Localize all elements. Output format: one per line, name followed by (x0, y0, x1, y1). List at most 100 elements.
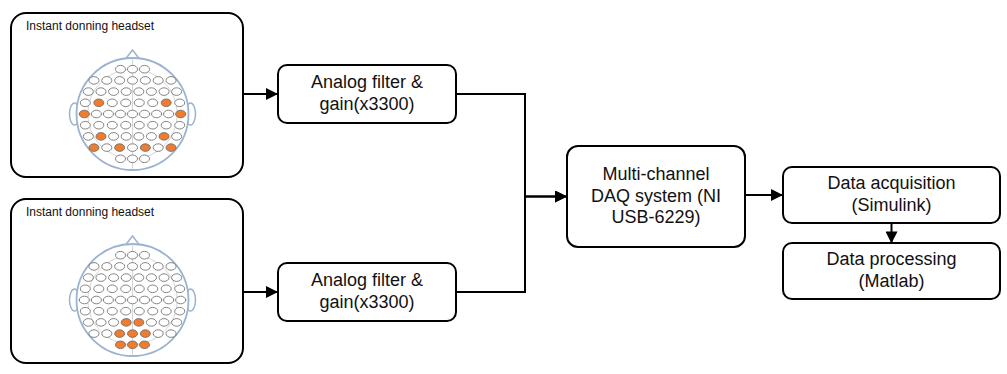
electrode (140, 155, 150, 163)
electrode (121, 285, 131, 293)
electrode (102, 144, 112, 152)
electrode (109, 133, 119, 141)
process-box: Data processing (Matlab) (782, 242, 1001, 299)
electrode (140, 330, 150, 338)
electrode (140, 110, 150, 118)
electrode (121, 121, 131, 129)
electrode (153, 330, 163, 338)
electrode (94, 99, 104, 107)
electrode (121, 133, 131, 141)
electrode-map (12, 14, 241, 175)
electrode (140, 65, 150, 73)
box-label: Data processing (Matlab) (799, 249, 984, 292)
box-heading: Instant donning headset (12, 200, 154, 219)
electrode (153, 263, 163, 271)
electrode (161, 285, 171, 293)
electrode (80, 307, 90, 315)
electrode (79, 110, 89, 118)
electrode (146, 133, 156, 141)
electrode (146, 88, 156, 96)
electrode (128, 77, 138, 85)
electrode (172, 274, 182, 282)
electrode (140, 251, 150, 259)
electrode (134, 307, 144, 315)
process-box: Analog filter & gain(x3300) (277, 64, 457, 124)
electrode (109, 274, 119, 282)
electrode (175, 285, 185, 293)
electrode (128, 155, 138, 163)
electrode (116, 251, 126, 259)
electrode (89, 77, 99, 85)
electrode (115, 296, 125, 304)
signal-connector (244, 291, 277, 293)
electrode (161, 99, 171, 107)
electrode (115, 77, 125, 85)
electrode (107, 99, 117, 107)
electrode (128, 251, 138, 259)
electrode (146, 319, 156, 327)
electrode (140, 77, 150, 85)
electrode (80, 121, 90, 129)
electrode (152, 296, 162, 304)
electrode (89, 263, 99, 271)
electrode (148, 285, 158, 293)
electrode (159, 88, 169, 96)
electrode (153, 144, 163, 152)
electrode (164, 296, 174, 304)
electrode (116, 341, 126, 349)
electrode (159, 133, 169, 141)
electrode (102, 77, 112, 85)
electrode (80, 99, 90, 107)
electrode (107, 307, 117, 315)
electrode (103, 296, 113, 304)
electrode (96, 274, 106, 282)
electrode (116, 65, 126, 73)
signal-connector (457, 94, 566, 197)
signal-connector (891, 224, 893, 243)
electrode (121, 99, 131, 107)
electrode (134, 99, 144, 107)
box-label: Multi-channel DAQ system (NI USB-6229) (586, 164, 726, 229)
electrode (134, 121, 144, 129)
electrode (83, 274, 93, 282)
electrode (148, 307, 158, 315)
electrode (166, 77, 176, 85)
electrode (175, 307, 185, 315)
electrode (94, 121, 104, 129)
electrode (128, 341, 138, 349)
electrode (102, 330, 112, 338)
electrode (159, 319, 169, 327)
electrode (96, 319, 106, 327)
electrode (140, 341, 150, 349)
electrode (175, 99, 185, 107)
electrode (79, 296, 89, 304)
box-label: Analog filter & gain(x3300) (287, 270, 447, 313)
electrode (80, 285, 90, 293)
electrode (140, 263, 150, 271)
electrode (115, 330, 125, 338)
electrode (128, 296, 138, 304)
electrode (109, 88, 119, 96)
electrode (166, 263, 176, 271)
electrode (115, 110, 125, 118)
electrode (134, 88, 144, 96)
headset-box: Instant donning headset (10, 12, 244, 178)
electrode (91, 110, 101, 118)
electrode (148, 121, 158, 129)
electrode (89, 144, 99, 152)
box-label: Analog filter & gain(x3300) (287, 72, 447, 115)
electrode (94, 285, 104, 293)
electrode (96, 88, 106, 96)
electrode (134, 274, 144, 282)
electrode (175, 121, 185, 129)
electrode (166, 144, 176, 152)
electrode (107, 121, 117, 129)
process-box: Data acquisition (Simulink) (782, 166, 1001, 223)
electrode (128, 144, 138, 152)
electrode (109, 319, 119, 327)
electrode (116, 155, 126, 163)
electrode (128, 110, 138, 118)
electrode (128, 330, 138, 338)
electrode (83, 133, 93, 141)
electrode (152, 110, 162, 118)
